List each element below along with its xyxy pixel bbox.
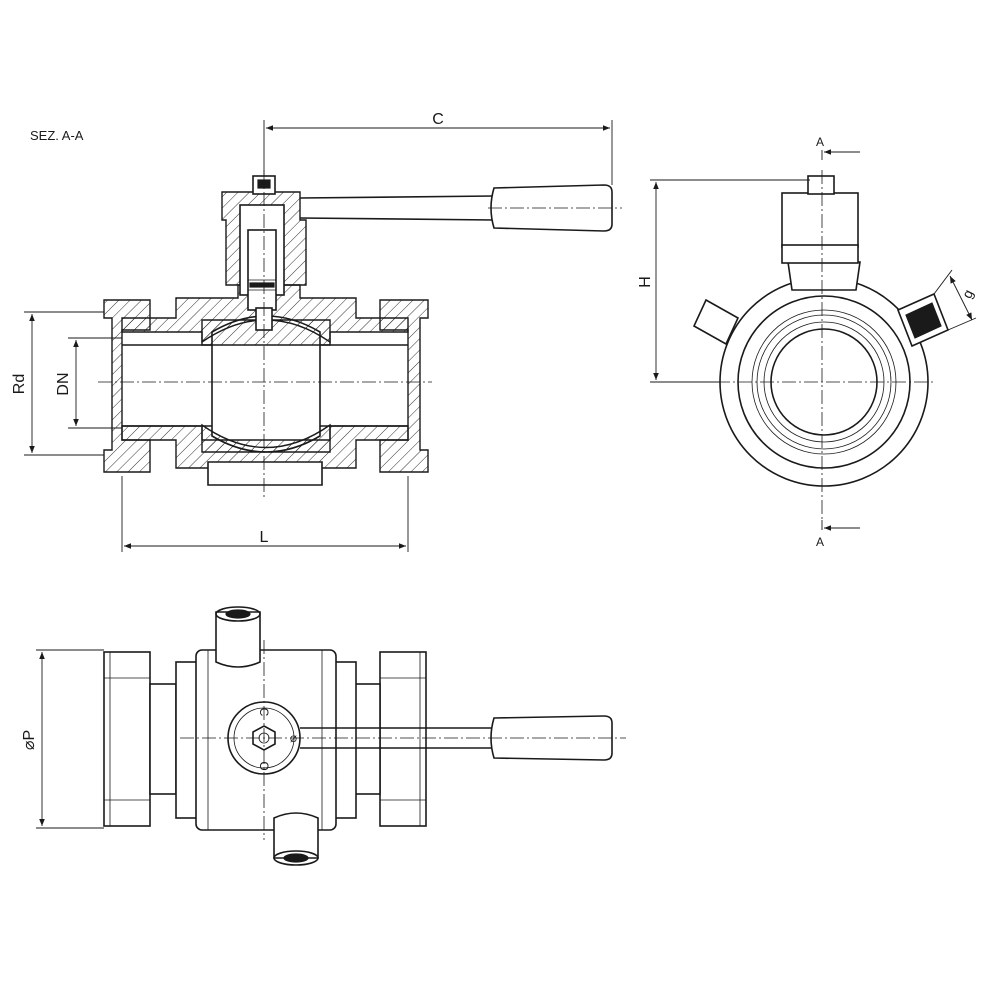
dimension-rd: Rd [11,311,104,456]
section-marker-top: A [816,135,860,160]
dim-h-label: H [637,276,654,288]
side-stem-housing [781,192,859,248]
top-handle-grip [490,715,613,761]
top-lower-port [273,812,319,859]
dimension-dn: DN [55,337,122,429]
handle-grip [490,184,613,232]
section-title: SEZ. A-A [30,128,84,143]
section-marker-top-label: A [816,135,824,149]
top-right-nut [379,651,427,827]
ball-seat-lower [201,423,331,453]
ball [211,315,321,453]
handle-lever [299,195,495,221]
dim-p-label: ⌀P [21,730,38,750]
dimension-h: H [637,179,810,383]
top-handle-lever [300,727,494,749]
dimension-l: L [121,476,409,552]
dial-open-label: O [257,761,271,770]
section-view [98,170,622,498]
dimension-c: C [263,111,613,185]
dim-rd-label: Rd [11,374,28,394]
dim-l-label: L [260,529,269,546]
top-view: C O Ø [103,606,626,866]
side-left-port [692,298,740,346]
section-marker-bottom-label: A [816,535,824,549]
top-upper-port [215,611,261,668]
dimension-p: ⌀P [21,649,104,829]
top-left-nut [103,651,151,827]
dim-dn-label: DN [55,372,72,395]
section-marker-bottom: A [816,520,860,549]
dim-c-label: C [432,111,444,128]
dial-logo: Ø [290,734,297,744]
bottom-cap [207,461,323,486]
side-view [692,170,950,520]
